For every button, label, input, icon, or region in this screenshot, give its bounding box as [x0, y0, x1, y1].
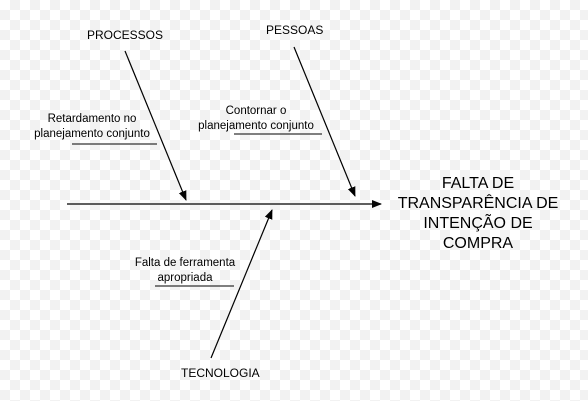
cause-pessoas-line1: Contornar o [225, 105, 287, 117]
cause-tecnologia-line2: apropriada [157, 272, 213, 284]
bone-pessoas [293, 46, 356, 197]
cause-tecnologia: Falta de ferramenta apropriada [125, 256, 245, 286]
cause-pessoas-line2: planejamento conjunto [198, 120, 314, 132]
category-tecnologia: TECNOLOGIA [181, 366, 260, 380]
bone-processos [124, 50, 187, 201]
effect-line-3: INTENÇÃO DE [423, 215, 533, 232]
cause-processos-line1: Retardamento no [47, 113, 137, 125]
effect-line-2: TRANSPARÊNCIA DE [397, 195, 559, 212]
category-processos: PROCESSOS [87, 28, 164, 42]
effect-label: FALTA DE TRANSPARÊNCIA DE INTENÇÃO DE CO… [392, 174, 564, 254]
cause-processos-line2: planejamento conjunto [34, 128, 150, 140]
cause-pessoas: Contornar o planejamento conjunto [196, 104, 316, 134]
bone-tecnologia [210, 209, 273, 359]
effect-line-4: COMPRA [442, 235, 514, 252]
cause-tecnologia-line1: Falta de ferramenta [134, 257, 236, 269]
cause-processos: Retardamento no planejamento conjunto [32, 112, 152, 142]
effect-line-1: FALTA DE [441, 175, 515, 192]
category-pessoas: PESSOAS [266, 23, 324, 37]
